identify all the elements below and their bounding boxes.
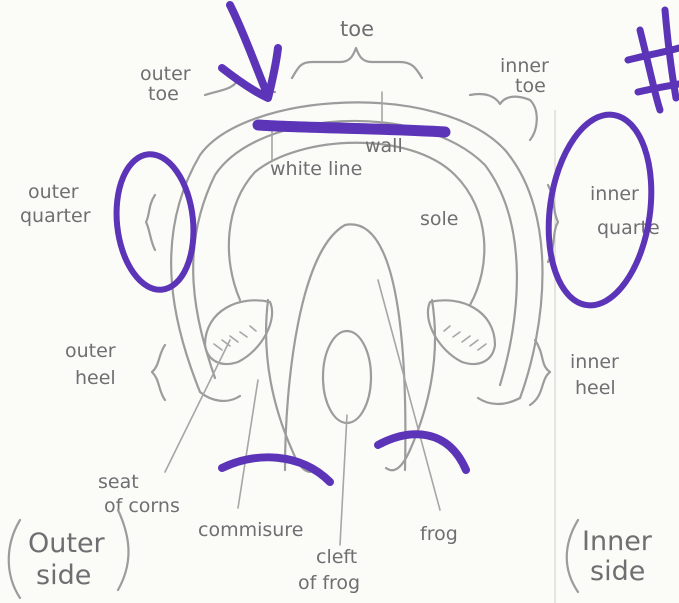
- marker-wall-underline: [258, 125, 445, 132]
- marker-outer-quarter-circle: [110, 150, 200, 293]
- label-inner-heel-1: inner: [570, 351, 619, 373]
- label-inner-toe-1: inner: [500, 55, 549, 77]
- label-cleft-of-frog-2: of frog: [298, 572, 360, 594]
- frog-leader: [378, 280, 440, 510]
- label-outer-quarter-2: quarter: [20, 205, 91, 227]
- label-cleft-of-frog-1: cleft: [316, 546, 357, 568]
- label-outer-side-1: Outer: [28, 528, 106, 559]
- inner-heel-end: [478, 398, 520, 404]
- label-inner-heel-2: heel: [575, 377, 616, 399]
- label-inner-side-2: side: [590, 556, 645, 587]
- outer-heel-end: [200, 392, 240, 401]
- outer-side-left-paren: [9, 520, 20, 598]
- toe-bracket: [292, 48, 422, 78]
- label-sole: sole: [420, 208, 459, 230]
- hoof-outer-wall: [171, 102, 542, 398]
- label-inner-toe-2: toe: [515, 75, 546, 97]
- inner-heel-bulb: [428, 300, 495, 364]
- marker-inner-heel-stroke: [378, 434, 466, 470]
- inner-side-left-paren: [567, 520, 578, 592]
- label-outer-toe-2: toe: [148, 83, 179, 105]
- inner-toe-bracket: [470, 94, 537, 140]
- label-inner-quarter-1: inner: [590, 183, 639, 205]
- outer-side-right-paren: [118, 510, 129, 590]
- marker-outer-heel-stroke: [222, 457, 330, 482]
- outer-heel-bracket: [152, 345, 165, 400]
- outer-bar-line: [266, 300, 315, 472]
- marker-corner-hash: [628, 10, 679, 110]
- label-outer-toe-1: outer: [140, 63, 191, 85]
- label-inner-side-1: Inner: [582, 526, 653, 557]
- label-frog: frog: [420, 523, 458, 545]
- label-seat-of-corns-1: seat: [98, 471, 139, 493]
- inner-bar-line: [386, 300, 435, 470]
- label-commisure: commisure: [198, 519, 303, 541]
- outer-heel-bulb: [205, 300, 272, 364]
- cleft-leader: [340, 415, 347, 545]
- label-outer-heel-2: heel: [75, 367, 116, 389]
- seat-of-corns-leader: [165, 340, 230, 472]
- outer-quarter-bracket: [146, 195, 155, 250]
- frog-cleft: [323, 331, 371, 423]
- label-seat-of-corns-2: of corns: [104, 495, 180, 517]
- inner-heel-bulb-hatch: [444, 326, 486, 350]
- label-outer-side-2: side: [36, 560, 91, 591]
- label-outer-quarter-1: outer: [28, 181, 79, 203]
- outer-heel-bulb-hatch: [214, 326, 256, 350]
- label-wall: wall: [365, 135, 403, 157]
- marker-inner-quarter-circle: [537, 108, 663, 312]
- commisure-leader: [238, 380, 258, 508]
- label-toe: toe: [340, 17, 374, 41]
- label-white-line: white line: [270, 158, 362, 180]
- frog-outline: [285, 224, 405, 470]
- label-outer-heel-1: outer: [65, 340, 116, 362]
